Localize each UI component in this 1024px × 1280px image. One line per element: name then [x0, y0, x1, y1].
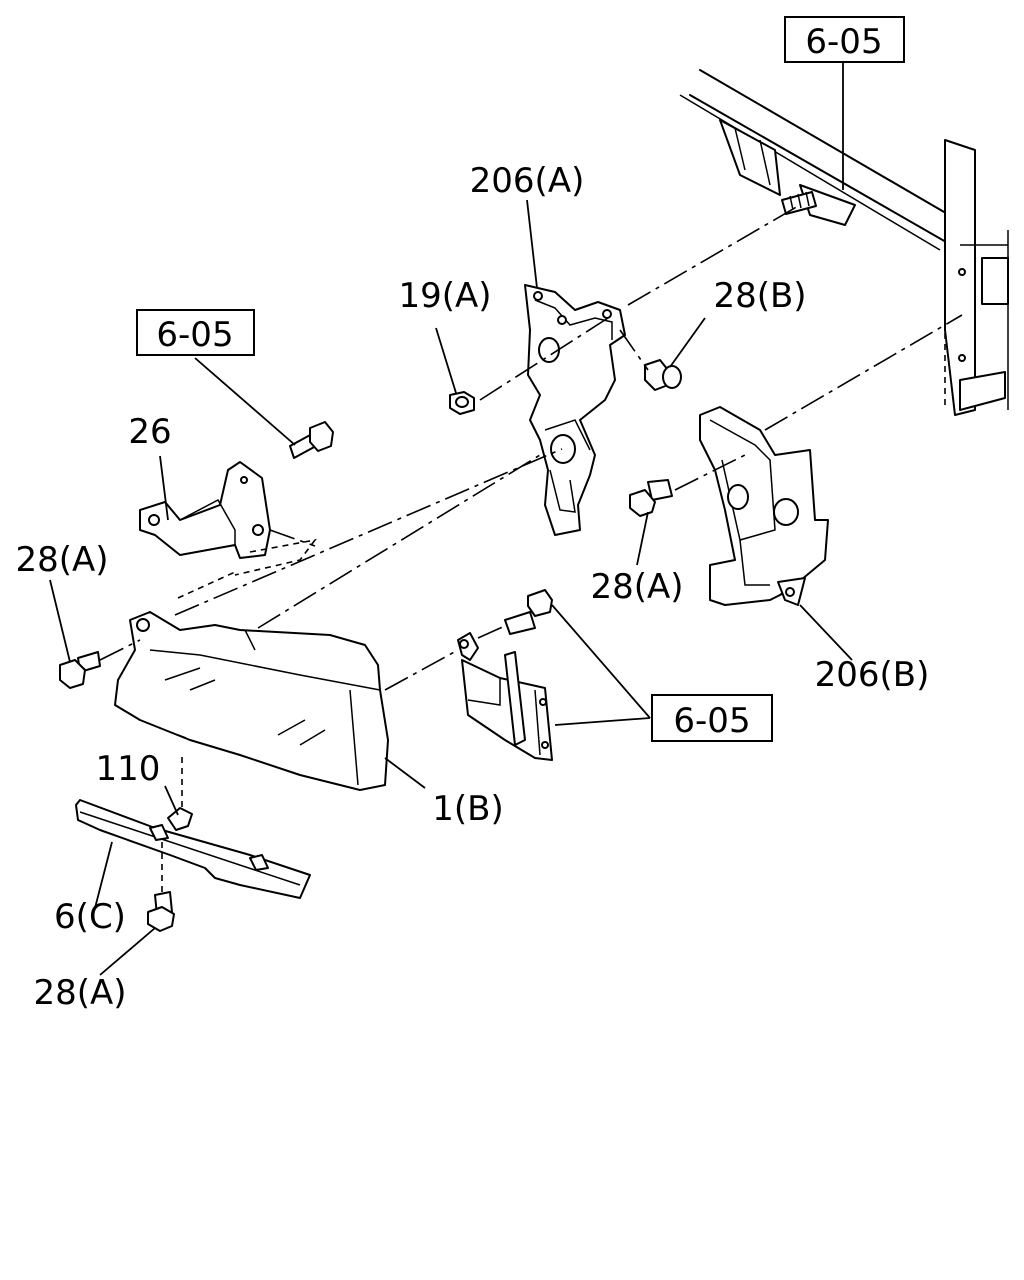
label-28a-left: 28(A): [15, 540, 108, 580]
bracket-206b: [699, 406, 829, 606]
bolt-28a-right: [629, 479, 673, 517]
headlamp-1b: [114, 611, 389, 791]
label-110: 110: [96, 749, 161, 789]
ref-label-top-right: 6-05: [805, 22, 882, 62]
ref-box-top-right: 6-05: [784, 16, 905, 63]
label-206a: 206(A): [470, 161, 585, 201]
side-marker-6c: [75, 799, 311, 899]
alignment-lines: [99, 204, 963, 892]
bolt-28a-bottom: [147, 891, 175, 932]
label-26: 26: [128, 412, 171, 452]
frame-studs: [781, 191, 817, 215]
label-19a: 19(A): [398, 276, 491, 316]
bolt-26-mount: [289, 421, 334, 459]
bolt-28b: [644, 359, 682, 391]
ref-box-center: 6-05: [651, 694, 773, 742]
nut-19a: [449, 391, 475, 415]
leader-lines: [49, 62, 853, 976]
label-28b: 28(B): [713, 276, 806, 316]
ref-label-left: 6-05: [156, 315, 233, 355]
label-6c: 6(C): [54, 897, 126, 937]
adjuster-bracket: [457, 589, 553, 761]
bolt-28a-left: [59, 651, 101, 689]
ref-box-left: 6-05: [136, 309, 255, 356]
label-28a-bottom: 28(A): [33, 973, 126, 1013]
ref-label-center: 6-05: [673, 701, 750, 741]
label-1b: 1(B): [432, 789, 504, 829]
bracket-26: [139, 461, 271, 559]
bracket-206a: [524, 284, 626, 536]
label-206b: 206(B): [815, 655, 930, 695]
clip-110: [167, 807, 193, 831]
vehicle-frame: [679, 69, 1009, 416]
label-28a-right: 28(A): [590, 567, 683, 607]
